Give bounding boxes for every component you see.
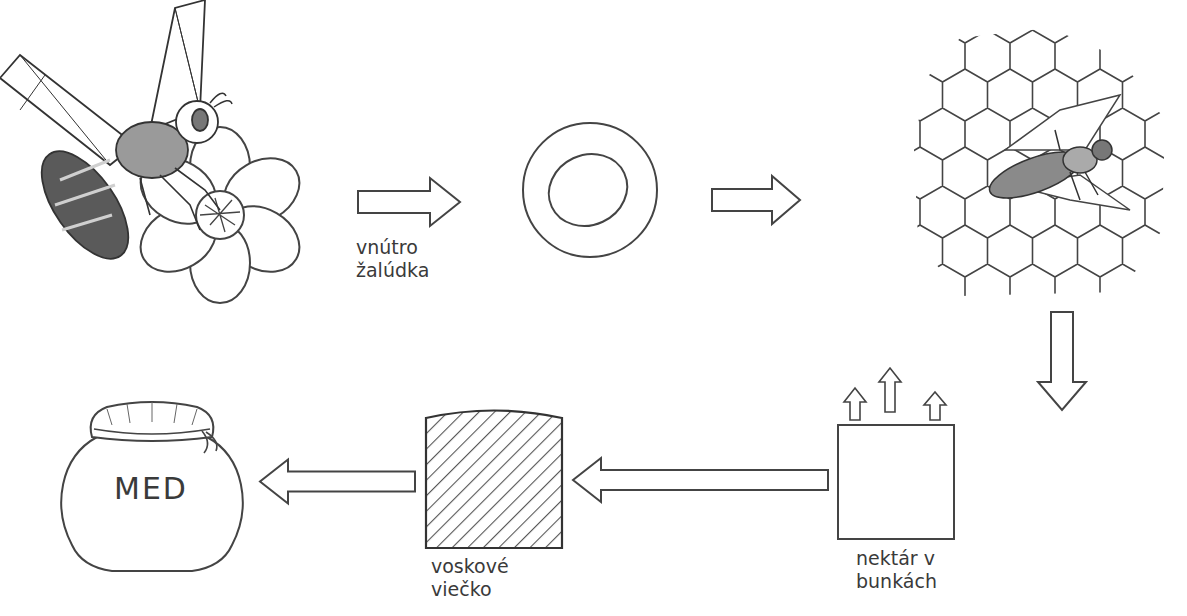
step-note: vnútro žalúdka	[356, 236, 468, 282]
flow-arrow	[1038, 312, 1086, 410]
stomach-circle	[523, 123, 657, 257]
flow-arrow	[358, 178, 460, 226]
wax-cap-square-outline	[423, 405, 565, 551]
wax-cap-square: voskové viečko	[423, 405, 565, 601]
step-caption: nektár v bunkách	[856, 547, 960, 593]
jar-label: MED	[52, 471, 250, 507]
honey-jar: MED	[52, 395, 252, 575]
flow-arrow	[712, 176, 800, 224]
evaporation-arrows	[844, 368, 946, 420]
cell-square: nektár v bunkách	[836, 423, 964, 593]
honeycomb	[900, 20, 1180, 310]
cell-square-outline	[836, 423, 956, 541]
step-caption: voskové viečko	[431, 555, 531, 601]
flow-arrow	[260, 460, 415, 504]
bee	[0, 0, 232, 273]
flow-arrow	[573, 458, 828, 502]
